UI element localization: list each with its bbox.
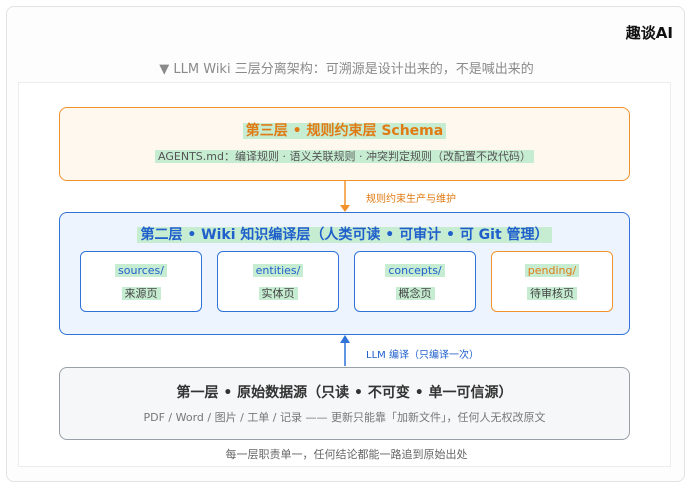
layer1-box: 第一层 • 原始数据源（只读 • 不可变 • 单一可信源） PDF / Word… xyxy=(59,367,630,440)
card-name-text: 来源页 xyxy=(121,287,161,300)
card-path-text: concepts/ xyxy=(385,264,445,277)
card-path-text: sources/ xyxy=(115,264,167,277)
layer1-title: 第一层 • 原始数据源（只读 • 不可变 • 单一可信源） xyxy=(176,385,513,401)
card-path: pending/ xyxy=(492,264,612,277)
layer3-box: 第三层 • 规则约束层 Schema AGENTS.md：编译规则 · 语义关联… xyxy=(59,107,630,181)
arrow-top-label: 规则约束生产与维护 xyxy=(366,194,456,205)
card-name: 实体页 xyxy=(218,285,338,301)
card-sources: sources/ 来源页 xyxy=(80,251,202,312)
card-path-text: entities/ xyxy=(252,264,304,277)
card-name-text: 待审核页 xyxy=(527,287,577,300)
arrow-top-head xyxy=(340,205,350,212)
brand-logo: 趣谈AI xyxy=(625,24,673,42)
card-path: sources/ xyxy=(81,264,201,277)
card-name-text: 概念页 xyxy=(395,287,435,300)
diagram-footer: 每一层职责单一，任何结论都能一路追到原始出处 xyxy=(225,448,468,461)
layer3-title: 第三层 • 规则约束层 Schema xyxy=(60,120,629,140)
card-name: 概念页 xyxy=(355,285,475,301)
layer1-description: PDF / Word / 图片 / 工单 / 记录 —— 更新只能靠「加新文件」… xyxy=(143,411,546,424)
layer2-title-text: 第二层 • Wiki 知识编译层（人类可读 • 可审计 • 可 Git 管理） xyxy=(137,227,552,243)
card-name-text: 实体页 xyxy=(258,287,298,300)
arrow-bottom-head xyxy=(340,335,350,343)
card-path: entities/ xyxy=(218,264,338,277)
card-name: 待审核页 xyxy=(492,285,612,301)
layer3-desc-text: AGENTS.md：编译规则 · 语义关联规则 · 冲突判定规则（改配置不改代码… xyxy=(155,150,534,163)
card-concepts: concepts/ 概念页 xyxy=(354,251,476,312)
arrow-bottom-label: LLM 编译（只编译一次） xyxy=(366,350,479,361)
layer2-box: 第二层 • Wiki 知识编译层（人类可读 • 可审计 • 可 Git 管理） … xyxy=(59,212,630,335)
card-name: 来源页 xyxy=(81,285,201,301)
card-entities: entities/ 实体页 xyxy=(217,251,339,312)
card-path-text: pending/ xyxy=(524,264,580,277)
card-path: concepts/ xyxy=(355,264,475,277)
diagram-subtitle: ▼ LLM Wiki 三层分离架构：可溯源是设计出来的，不是喊出来的 xyxy=(159,62,534,77)
layer3-title-text: 第三层 • 规则约束层 Schema xyxy=(242,123,447,139)
layer2-title: 第二层 • Wiki 知识编译层（人类可读 • 可审计 • 可 Git 管理） xyxy=(60,224,629,244)
layer3-description: AGENTS.md：编译规则 · 语义关联规则 · 冲突判定规则（改配置不改代码… xyxy=(60,148,629,164)
card-pending: pending/ 待审核页 xyxy=(491,251,613,312)
